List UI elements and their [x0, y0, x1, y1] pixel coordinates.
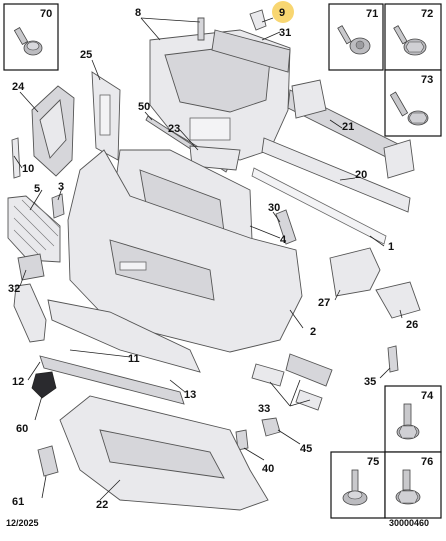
callout-2: 2 — [310, 326, 316, 338]
highlight-marker — [272, 1, 294, 23]
callout-9: 9 — [279, 7, 285, 19]
part-24-arch-liner[interactable] — [31, 85, 75, 177]
svg-text:72: 72 — [421, 8, 433, 20]
part-4-grille-frame[interactable] — [115, 149, 253, 251]
callout-5: 5 — [34, 183, 40, 195]
part-2-bumper-cover[interactable] — [67, 149, 303, 353]
callout-labels: 8 9 31 25 24 50 23 21 10 20 5 3 30 4 1 3… — [8, 7, 418, 511]
part-5-side-grille[interactable] — [7, 195, 61, 263]
stud-bolt-icon — [342, 469, 368, 506]
callout-3: 3 — [58, 181, 64, 193]
fastener-box-72[interactable]: 72 — [384, 3, 442, 71]
fastener-box-71[interactable]: 71 — [328, 3, 384, 71]
footer-reference: 30000460 — [389, 518, 430, 528]
callout-35: 35 — [364, 376, 376, 388]
fastener-box-74[interactable]: 74 — [384, 385, 442, 453]
svg-text:70: 70 — [40, 8, 52, 20]
callout-60: 60 — [16, 423, 28, 435]
callout-1: 1 — [388, 241, 394, 253]
callout-30: 30 — [268, 202, 280, 214]
fastener-box-73[interactable]: 73 — [384, 69, 442, 137]
long-bolt-icon — [396, 403, 420, 440]
callout-32: 32 — [8, 283, 20, 295]
part-10-small-bracket[interactable] — [11, 137, 21, 179]
part-13-skid-trim[interactable] — [39, 355, 185, 405]
part-26-bracket[interactable] — [375, 281, 421, 319]
callout-8: 8 — [135, 7, 141, 19]
part-35-clip[interactable] — [387, 345, 399, 373]
svg-text:74: 74 — [421, 390, 434, 402]
callout-33: 33 — [258, 403, 270, 415]
callout-20: 20 — [355, 169, 367, 181]
part-20-absorber[interactable] — [261, 137, 411, 213]
part-22-undertray[interactable] — [59, 395, 269, 511]
part-9-clip[interactable] — [249, 9, 267, 31]
svg-text:76: 76 — [421, 456, 433, 468]
callout-23: 23 — [168, 123, 180, 135]
callout-22: 22 — [96, 499, 108, 511]
screw-icon — [337, 25, 371, 55]
part-30-bracket[interactable] — [275, 209, 297, 245]
part-61-bracket[interactable] — [37, 445, 59, 477]
fastener-box-76[interactable]: 76 — [384, 451, 442, 519]
footer-date: 12/2025 — [6, 518, 39, 528]
callout-4: 4 — [280, 234, 287, 246]
leader-lines — [13, 17, 403, 501]
callout-11: 11 — [128, 353, 140, 365]
hex-bolt-icon — [389, 91, 429, 126]
callout-61: 61 — [12, 496, 24, 508]
fastener-box-70[interactable]: 70 — [3, 3, 59, 71]
part-25-bracket[interactable] — [91, 71, 121, 161]
callout-26: 26 — [406, 319, 418, 331]
part-45-clip[interactable] — [261, 417, 281, 437]
svg-text:71: 71 — [366, 8, 378, 20]
part-11-lower-grille[interactable] — [47, 299, 201, 373]
fastener-box-75[interactable]: 75 — [330, 451, 386, 519]
part-21-crash-beam[interactable] — [287, 79, 415, 179]
callout-12: 12 — [12, 376, 24, 388]
svg-text:73: 73 — [421, 74, 433, 86]
callout-13: 13 — [184, 389, 196, 401]
bolt-icon — [13, 27, 43, 56]
part-12-lower-trim[interactable] — [13, 283, 47, 343]
part-27-housing[interactable] — [329, 247, 381, 297]
callout-50: 50 — [138, 101, 150, 113]
callout-25: 25 — [80, 49, 92, 61]
callout-21: 21 — [342, 121, 354, 133]
callout-27: 27 — [318, 297, 330, 309]
callout-31: 31 — [279, 27, 291, 39]
part-31-shield-plate[interactable] — [211, 29, 291, 73]
callout-40: 40 — [262, 463, 274, 475]
part-1-reinforcement[interactable] — [251, 167, 387, 245]
hex-flange-bolt-icon — [395, 469, 421, 505]
callout-24: 24 — [12, 81, 25, 93]
part-3-insert[interactable] — [51, 193, 65, 219]
callout-10: 10 — [22, 163, 34, 175]
part-60-emblem[interactable] — [31, 371, 57, 399]
svg-text:75: 75 — [367, 456, 379, 468]
part-32-spacer[interactable] — [17, 253, 45, 281]
part-23-panel[interactable] — [189, 145, 241, 171]
callout-45: 45 — [300, 443, 312, 455]
flange-bolt-icon — [393, 25, 427, 56]
